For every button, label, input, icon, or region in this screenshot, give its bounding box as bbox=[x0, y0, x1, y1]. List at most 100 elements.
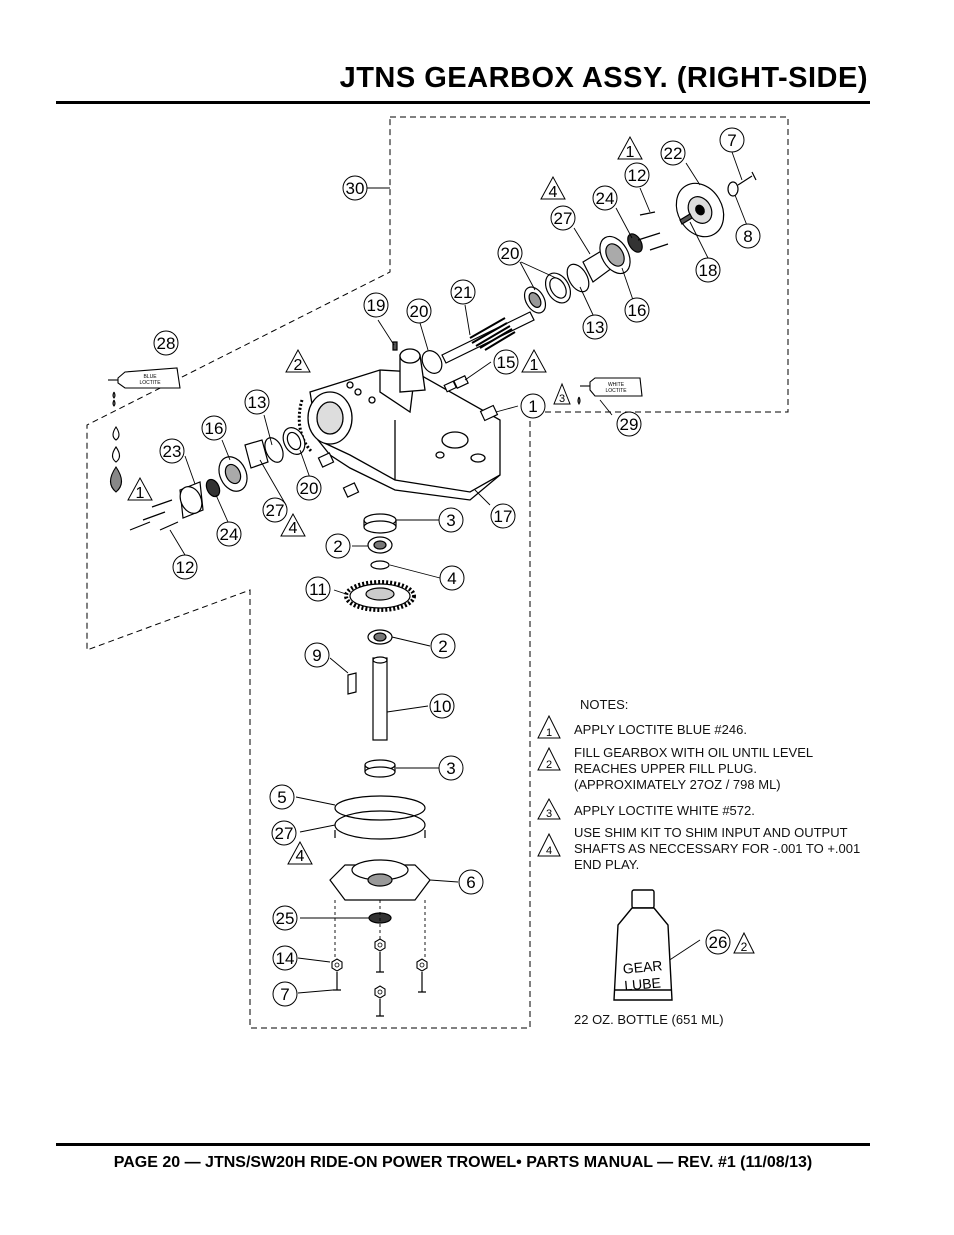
note-ref-4-top: 4 bbox=[540, 175, 566, 201]
svg-text:26: 26 bbox=[709, 933, 728, 952]
svg-text:4: 4 bbox=[549, 184, 558, 201]
note-ref-2: 2 bbox=[285, 348, 311, 374]
callout-5: 5 bbox=[269, 784, 295, 810]
plug-right bbox=[479, 404, 499, 422]
svg-text:3: 3 bbox=[446, 511, 455, 530]
svg-text:4: 4 bbox=[447, 569, 456, 588]
note-3-text: APPLY LOCTITE WHITE #572. bbox=[574, 803, 755, 818]
callout-23: 23 bbox=[159, 438, 185, 464]
callout-20-top: 20 bbox=[497, 240, 523, 266]
note-triangles: 1 4 2 1 3 1 4 4 2 bbox=[127, 135, 755, 954]
oring-left bbox=[264, 437, 284, 463]
note-ref-4-left: 4 bbox=[280, 512, 306, 537]
bottle-label-gear: GEAR bbox=[622, 957, 663, 976]
svg-text:24: 24 bbox=[220, 525, 239, 544]
callout-7-bottom: 7 bbox=[272, 981, 298, 1007]
svg-text:5: 5 bbox=[277, 788, 286, 807]
gasket-bottom bbox=[334, 810, 426, 840]
callout-28: 28 bbox=[153, 330, 179, 356]
callout-13-top: 13 bbox=[582, 314, 608, 340]
bolts-top bbox=[637, 211, 669, 251]
svg-text:25: 25 bbox=[276, 909, 295, 928]
svg-text:27: 27 bbox=[275, 824, 294, 843]
callout-27-bottom: 27 bbox=[271, 820, 297, 846]
worm-gear-thread bbox=[469, 317, 516, 351]
callout-3-bottom: 3 bbox=[438, 755, 464, 781]
seal-left bbox=[205, 478, 221, 498]
notes-legend-triangles: 1 2 3 4 bbox=[537, 714, 561, 857]
note-ref-1-mid: 1 bbox=[521, 348, 547, 374]
svg-text:BLUE: BLUE bbox=[143, 374, 157, 380]
notes-tri-1: 1 bbox=[537, 714, 561, 739]
oil-drops-icon bbox=[109, 426, 123, 493]
callout-18: 18 bbox=[695, 257, 721, 283]
bolt-top bbox=[737, 171, 757, 186]
callout-11: 11 bbox=[305, 576, 331, 602]
svg-text:4: 4 bbox=[289, 520, 298, 537]
svg-text:13: 13 bbox=[586, 318, 605, 337]
note-1-text: APPLY LOCTITE BLUE #246. bbox=[574, 722, 747, 737]
bottle-caption: 22 OZ. BOTTLE (651 ML) bbox=[574, 1012, 724, 1027]
svg-text:27: 27 bbox=[266, 501, 285, 520]
assembly-boundary bbox=[86, 116, 789, 1029]
callout-2-bottom: 2 bbox=[430, 633, 456, 659]
callout-27-top: 27 bbox=[550, 205, 576, 231]
callout-15: 15 bbox=[493, 349, 519, 375]
callout-balloons: 30 7 22 12 24 27 8 18 16 13 20 21 19 20 … bbox=[153, 127, 761, 1007]
footer-rule bbox=[56, 1143, 870, 1146]
callout-17: 17 bbox=[490, 503, 516, 529]
svg-text:7: 7 bbox=[727, 131, 736, 150]
svg-text:8: 8 bbox=[743, 227, 752, 246]
plug-left-1 bbox=[317, 452, 335, 468]
svg-text:10: 10 bbox=[433, 697, 452, 716]
page-footer: PAGE 20 — JTNS/SW20H RIDE-ON POWER TROWE… bbox=[113, 1154, 813, 1171]
callout-4: 4 bbox=[439, 565, 465, 591]
plugs-top bbox=[443, 375, 469, 393]
notes-tri-3: 3 bbox=[537, 797, 561, 820]
notes-heading: NOTES: bbox=[580, 697, 629, 712]
svg-text:22: 22 bbox=[664, 144, 683, 163]
callout-30: 30 bbox=[342, 175, 368, 201]
note-2-text: FILL GEARBOX WITH OIL UNTIL LEVEL REACHE… bbox=[574, 745, 813, 792]
svg-text:20: 20 bbox=[410, 302, 429, 321]
svg-text:29: 29 bbox=[620, 415, 639, 434]
svg-text:2: 2 bbox=[438, 637, 447, 656]
shaft-key bbox=[347, 672, 357, 695]
notes-tri-2: 2 bbox=[537, 746, 561, 771]
bottle-label-lube: LUBE bbox=[624, 974, 662, 993]
note-ref-3: 3 bbox=[553, 382, 571, 405]
svg-text:13: 13 bbox=[248, 393, 267, 412]
callout-24-top: 24 bbox=[592, 185, 618, 211]
svg-text:LOCTITE: LOCTITE bbox=[139, 380, 161, 386]
svg-text:2: 2 bbox=[333, 537, 342, 556]
callout-26: 26 bbox=[705, 929, 731, 955]
svg-text:21: 21 bbox=[454, 283, 473, 302]
svg-text:1: 1 bbox=[546, 727, 552, 739]
svg-text:27: 27 bbox=[554, 209, 573, 228]
svg-text:17: 17 bbox=[494, 507, 513, 526]
svg-text:2: 2 bbox=[741, 940, 748, 954]
notes-tri-4: 4 bbox=[537, 832, 561, 857]
callout-24-left: 24 bbox=[216, 521, 242, 547]
gearbox-housing bbox=[297, 348, 501, 501]
note-ref-1-top: 1 bbox=[617, 135, 643, 161]
svg-text:30: 30 bbox=[346, 179, 365, 198]
callout-21: 21 bbox=[450, 279, 476, 305]
leader-lines bbox=[169, 151, 749, 994]
snap-ring bbox=[370, 560, 390, 570]
svg-text:6: 6 bbox=[466, 873, 475, 892]
page-title: JTNS GEARBOX ASSY. (RIGHT-SIDE) bbox=[339, 62, 868, 94]
callout-27-left: 27 bbox=[262, 497, 288, 523]
callout-19: 19 bbox=[363, 292, 389, 318]
svg-text:3: 3 bbox=[559, 393, 565, 405]
bottom-fasteners bbox=[331, 938, 428, 1017]
callout-12-left: 12 bbox=[172, 554, 198, 580]
svg-text:9: 9 bbox=[312, 646, 321, 665]
svg-text:15: 15 bbox=[497, 353, 516, 372]
gear-lube-bottle bbox=[613, 889, 673, 1001]
vent-plug bbox=[392, 341, 398, 351]
svg-text:23: 23 bbox=[163, 442, 182, 461]
callout-8: 8 bbox=[735, 223, 761, 249]
svg-text:18: 18 bbox=[699, 261, 718, 280]
svg-text:4: 4 bbox=[546, 845, 552, 857]
